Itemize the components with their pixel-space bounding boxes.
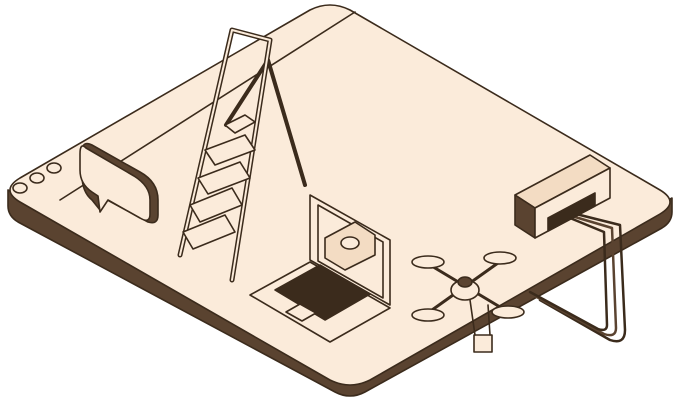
window-control-dots bbox=[12, 162, 62, 194]
speech-bubble-icon bbox=[79, 142, 159, 224]
step-ladder bbox=[177, 27, 307, 283]
platform-top bbox=[9, 4, 671, 386]
cables bbox=[528, 208, 627, 343]
server-box bbox=[514, 154, 611, 239]
drone bbox=[411, 251, 525, 353]
laptop bbox=[249, 194, 391, 343]
